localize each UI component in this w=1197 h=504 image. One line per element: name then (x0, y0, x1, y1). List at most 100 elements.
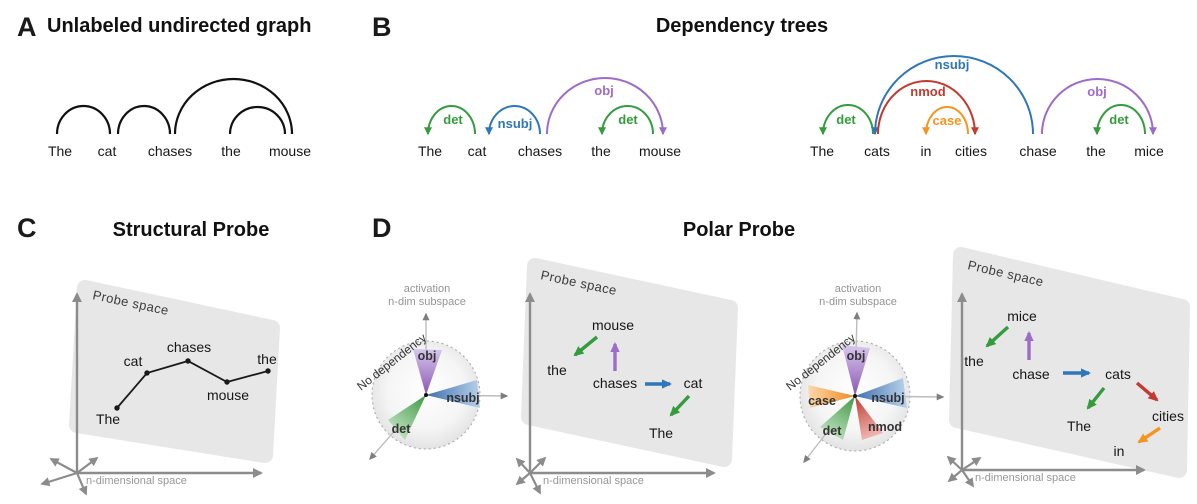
panel-b: B Dependency trees det nsubj obj det The… (372, 12, 1164, 159)
probe-space-plane (69, 280, 280, 463)
edge-obj (546, 77, 667, 136)
word: mouse (592, 317, 634, 333)
word: the (591, 143, 611, 159)
wedge-label-det: det (392, 422, 412, 436)
word: cat (98, 143, 117, 159)
word: cats (864, 143, 890, 159)
word: cats (1105, 366, 1131, 382)
word: The (649, 425, 673, 441)
panel-b-title: Dependency trees (656, 15, 828, 37)
wedge-case (808, 385, 855, 408)
wedge-label-det: det (823, 424, 843, 438)
edge-det (819, 104, 874, 136)
word: the (221, 143, 241, 159)
arrow-det-cat-The (669, 394, 691, 417)
wedge-det (820, 396, 855, 440)
edge-obj (1041, 78, 1157, 136)
probe-plane-1: Probe space n-dimensional space mouse th… (515, 258, 738, 495)
arc-the-cat (55, 104, 112, 135)
dependency-tree-1: det nsubj obj det The cat chases the mou… (418, 77, 681, 159)
word: mouse (269, 143, 311, 159)
wedge-nsubj (855, 378, 907, 408)
word: chases (148, 143, 192, 159)
activation-label-line2: n-dim subspace (388, 296, 466, 308)
word: cat (124, 353, 143, 369)
edge-nsubj (871, 55, 1034, 136)
edge-det (424, 105, 476, 136)
activation-label-line2: n-dim subspace (819, 296, 897, 308)
wedge-label-case: case (808, 394, 836, 408)
edge-label-nsubj: nsubj (498, 116, 533, 131)
word: cities (955, 143, 987, 159)
edge-label-det: det (618, 112, 638, 127)
word: in (921, 143, 932, 159)
activation-label-line1: activation (404, 283, 450, 295)
axis-arrow (76, 456, 99, 474)
polar-disc-1: obj nsubj det activation n-dim subspace … (354, 283, 509, 461)
panel-letter-a: A (17, 12, 37, 42)
word: mouse (207, 387, 249, 403)
panel-a: A Unlabeled undirected graph The cat cha… (17, 12, 311, 159)
edge-label-det: det (836, 112, 856, 127)
axis-arrow (515, 472, 531, 486)
n-dim-axis-label: n-dimensional space (543, 475, 644, 487)
panel-letter-d: D (372, 213, 392, 243)
wedge-obj (842, 345, 870, 396)
arrow-nmod-cats-cities (1135, 381, 1159, 402)
axis-arrow (529, 456, 547, 474)
edge-nmod (877, 80, 979, 136)
word: cities (1152, 408, 1184, 424)
edge-label-nmod: nmod (910, 84, 945, 99)
word: the (964, 353, 984, 369)
word: the (1086, 143, 1106, 159)
wedge-det (388, 395, 426, 440)
panel-letter-b: B (372, 12, 392, 42)
word: chase (1019, 143, 1057, 159)
edge-label-obj: obj (594, 83, 614, 98)
word-point (114, 405, 120, 411)
edge-nsubj (485, 105, 541, 136)
word: chases (593, 375, 637, 391)
wedge-label-nsubj: nsubj (871, 391, 904, 405)
n-dim-axis-label: n-dimensional space (975, 472, 1076, 484)
wedge-label-obj: obj (847, 349, 866, 363)
edge-label-nsubj: nsubj (935, 57, 970, 72)
wedge-obj (413, 349, 442, 395)
wedge-label-nsubj: nsubj (446, 391, 479, 405)
arrow-det-cats-The (1086, 386, 1106, 410)
word: the (257, 351, 277, 367)
edge-label-det: det (443, 112, 463, 127)
edge-label-case: case (933, 113, 962, 128)
word-point (224, 379, 230, 385)
axis-arrow (961, 457, 982, 471)
n-dim-axis-label: n-dimensional space (86, 475, 187, 487)
wedge-nmod (855, 396, 883, 440)
word: The (48, 143, 72, 159)
wedge-nsubj (426, 380, 480, 408)
word: the (547, 362, 567, 378)
edge-label-det: det (1109, 112, 1129, 127)
axis-arrow (49, 458, 78, 474)
axis-arrow (946, 455, 963, 471)
arc-chases-mouse (173, 77, 294, 135)
panel-c-title: Structural Probe (113, 219, 270, 241)
axis-arrow (40, 471, 78, 487)
axis-arrow (75, 472, 88, 496)
edge-case (922, 106, 969, 136)
dependency-tree-2: det nsubj nmod case obj det The cats in … (810, 55, 1164, 159)
word: chases (167, 339, 211, 355)
edge-det (598, 105, 654, 136)
word-point (185, 358, 191, 364)
arc-the-mouse (228, 105, 287, 135)
word: cat (684, 375, 703, 391)
word: mice (1007, 308, 1037, 324)
axis-arrow (947, 469, 963, 483)
word: The (1067, 418, 1091, 434)
panel-c: C Structural Probe Probe space n-dimensi… (17, 213, 280, 496)
word: mice (1134, 143, 1164, 159)
polar-center-dot (424, 393, 428, 397)
word-point (144, 370, 150, 376)
word: The (810, 143, 834, 159)
word: mouse (639, 143, 681, 159)
word: in (1114, 443, 1125, 459)
